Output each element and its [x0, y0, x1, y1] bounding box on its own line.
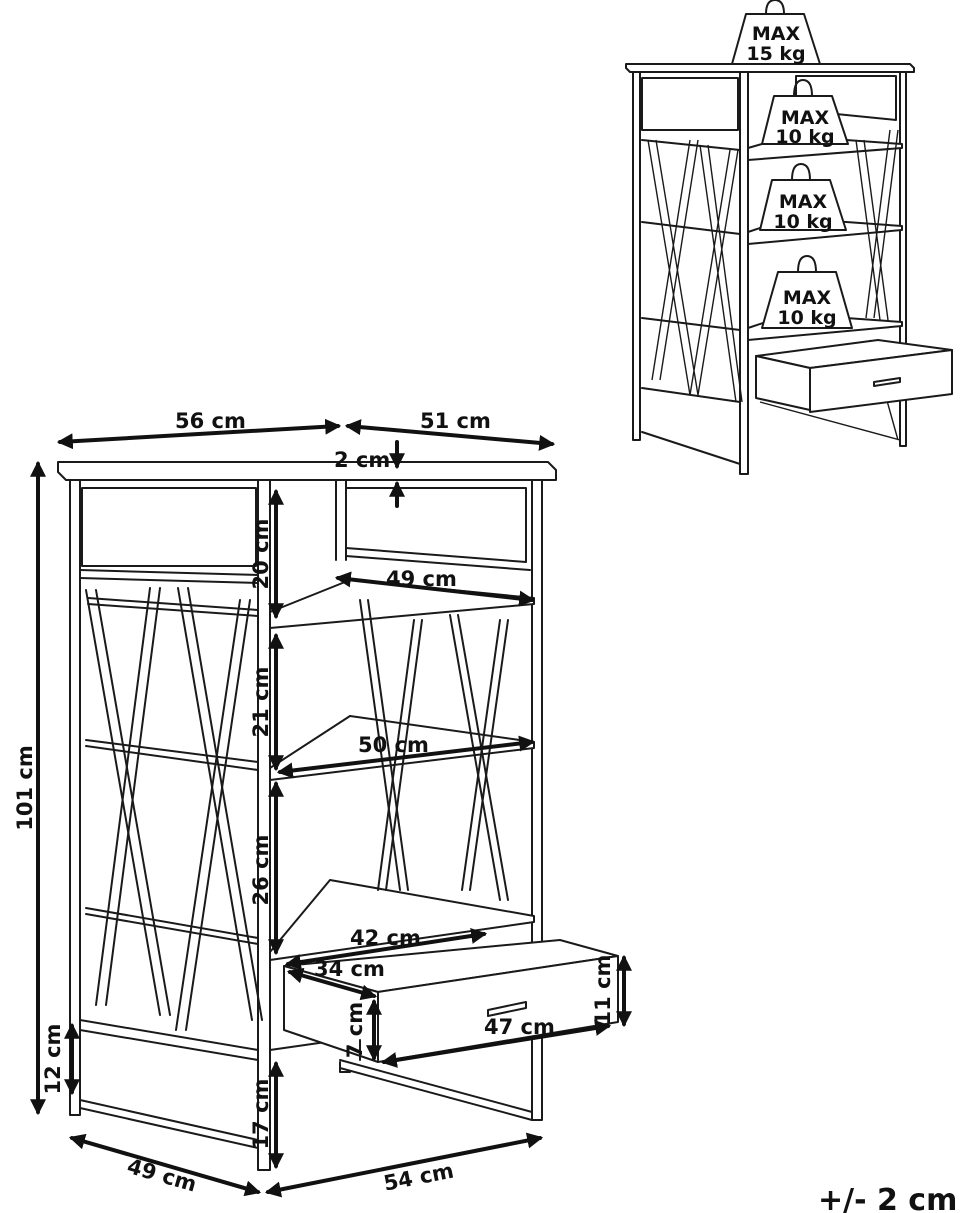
- dim-shelf-width-2: 50 cm: [358, 733, 429, 757]
- svg-text:MAX: MAX: [781, 107, 830, 129]
- back-right-leg: [531, 479, 543, 1121]
- dim-shelf-gap-1: 20 cm: [249, 519, 273, 590]
- weight-icon-shelf-2: MAX 10 kg: [759, 163, 847, 233]
- dim-shelf-gap-3: 26 cm: [249, 835, 273, 906]
- svg-text:15 kg: 15 kg: [746, 43, 805, 65]
- dim-drawer-height: 11 cm: [591, 955, 615, 1026]
- svg-text:10 kg: 10 kg: [777, 307, 836, 329]
- svg-text:MAX: MAX: [752, 23, 801, 45]
- dim-shelf-gap-2: 21 cm: [249, 667, 273, 738]
- weight-icon-shelf-3: MAX 10 kg: [761, 255, 853, 329]
- weight-icon-shelf-1: MAX 10 kg: [761, 79, 849, 148]
- small-top-board: [625, 63, 915, 73]
- bottom-frame: [79, 1019, 259, 1149]
- dim-bottom-clearance: 17 cm: [249, 1079, 273, 1150]
- small-drawer-handle: [873, 377, 901, 387]
- dim-drawer-inner-height: 7 cm: [343, 1002, 367, 1058]
- drawer-handle: [487, 1001, 527, 1017]
- left-top-panel: [81, 487, 257, 567]
- back-mid-leg: [335, 479, 347, 561]
- right-top-panel: [345, 487, 527, 563]
- dim-drawer-depth: 34 cm: [314, 957, 385, 981]
- svg-text:10 kg: 10 kg: [775, 126, 834, 148]
- dim-total-height: 101 cm: [13, 745, 37, 830]
- dim-top-thickness: 2 cm: [334, 448, 390, 472]
- dimension-lines: [30, 418, 632, 1198]
- dim-base-depth: 49 cm: [125, 1154, 200, 1197]
- top-board: [57, 461, 557, 481]
- left-cross-bars: [85, 587, 263, 1031]
- tolerance-note: +/- 2 cm: [818, 1183, 957, 1213]
- main-shelf-drawing: [57, 461, 619, 1171]
- load-capacity-drawing: MAX 15 kg MAX 10 kg MAX 10 kg MAX 10 kg: [625, 0, 953, 475]
- dim-shelf-width-1: 49 cm: [386, 567, 457, 591]
- dim-drawer-outer-width: 42 cm: [350, 926, 421, 950]
- dim-base-width: 54 cm: [382, 1159, 456, 1196]
- dim-top-width: 56 cm: [175, 409, 246, 433]
- svg-text:MAX: MAX: [779, 191, 828, 213]
- dim-bottom-panel-height: 12 cm: [41, 1024, 65, 1095]
- dim-drawer-length: 47 cm: [484, 1015, 555, 1039]
- front-left-leg: [69, 479, 81, 1116]
- svg-text:10 kg: 10 kg: [773, 211, 832, 233]
- weight-icon-top: MAX 15 kg: [731, 0, 821, 65]
- small-cross-bars: [647, 139, 743, 403]
- svg-text:MAX: MAX: [783, 287, 832, 309]
- dim-top-depth: 51 cm: [420, 409, 491, 433]
